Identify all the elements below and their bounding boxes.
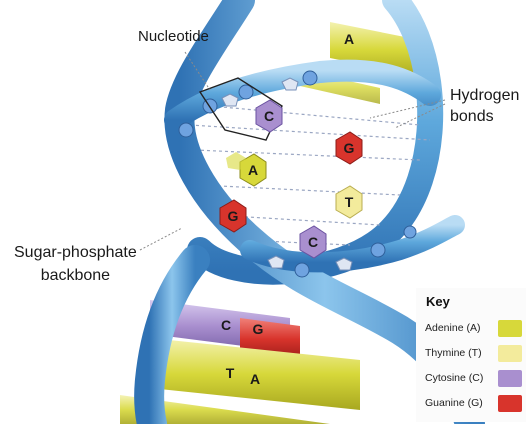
legend-label: Guanine (G) [425,397,483,409]
legend-swatch [498,320,522,337]
legend-label: Thymine (T) [425,347,482,359]
base-letter-a-top: A [344,31,354,47]
legend-item-adenine: Adenine (A) [416,318,526,342]
base-letter-a-2: A [250,371,260,387]
label-hydrogen-bonds: Hydrogen bonds [450,85,519,127]
label-backbone-line2: backbone [14,264,137,287]
legend-swatch [498,395,522,412]
legend-item-guanine: Guanine (G) [416,393,526,417]
legend-item-thymine: Thymine (T) [416,343,526,367]
base-letter-c-2: C [308,234,318,250]
legend-title: Key [426,294,450,309]
base-letter-t-1: T [345,194,354,210]
legend-label: Cytosine (C) [425,372,483,384]
base-letter-g-1: G [344,140,355,156]
legend-swatch [498,370,522,387]
legend-swatch [498,345,522,362]
label-nucleotide: Nucleotide [138,28,209,45]
legend-item-cytosine: Cytosine (C) [416,368,526,392]
label-hydrogen-bonds-line1: Hydrogen [450,85,519,106]
label-backbone-line1: Sugar-phosphate [14,241,137,264]
legend-label: Adenine (A) [425,322,480,334]
label-hydrogen-bonds-line2: bonds [450,106,519,127]
base-letter-a-1: A [248,162,258,178]
base-letter-c-1: C [264,108,274,124]
base-letter-t-2: T [226,365,235,381]
base-letter-g-2: G [228,208,239,224]
label-sugar-phosphate-backbone: Sugar-phosphate backbone [14,241,137,287]
base-letter-c-3: C [221,317,231,333]
legend-key: Key Adenine (A) Thymine (T) Cytosine (C)… [416,288,526,422]
base-letter-g-3: G [253,321,264,337]
